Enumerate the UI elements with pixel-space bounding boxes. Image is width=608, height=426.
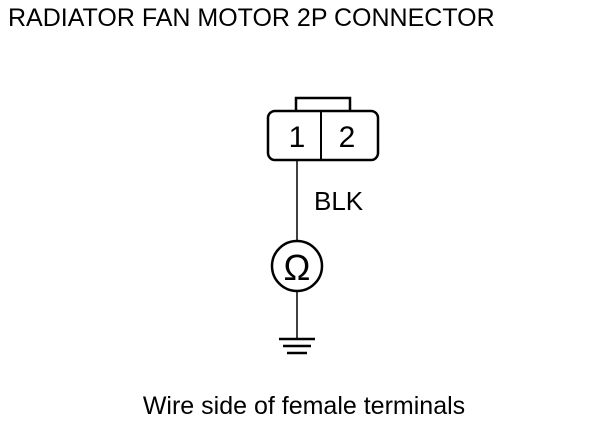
terminal-1-label: 1 <box>289 121 306 154</box>
diagram-title: RADIATOR FAN MOTOR 2P CONNECTOR <box>8 4 495 32</box>
ohm-symbol: Ω <box>284 247 311 288</box>
connector-body <box>266 109 380 162</box>
wire-color-label: BLK <box>314 186 364 216</box>
connector-lock-tab <box>294 96 352 112</box>
terminal-2-label: 2 <box>339 121 356 154</box>
diagram-caption: Wire side of female terminals <box>142 392 466 420</box>
ground-icon <box>279 337 315 355</box>
